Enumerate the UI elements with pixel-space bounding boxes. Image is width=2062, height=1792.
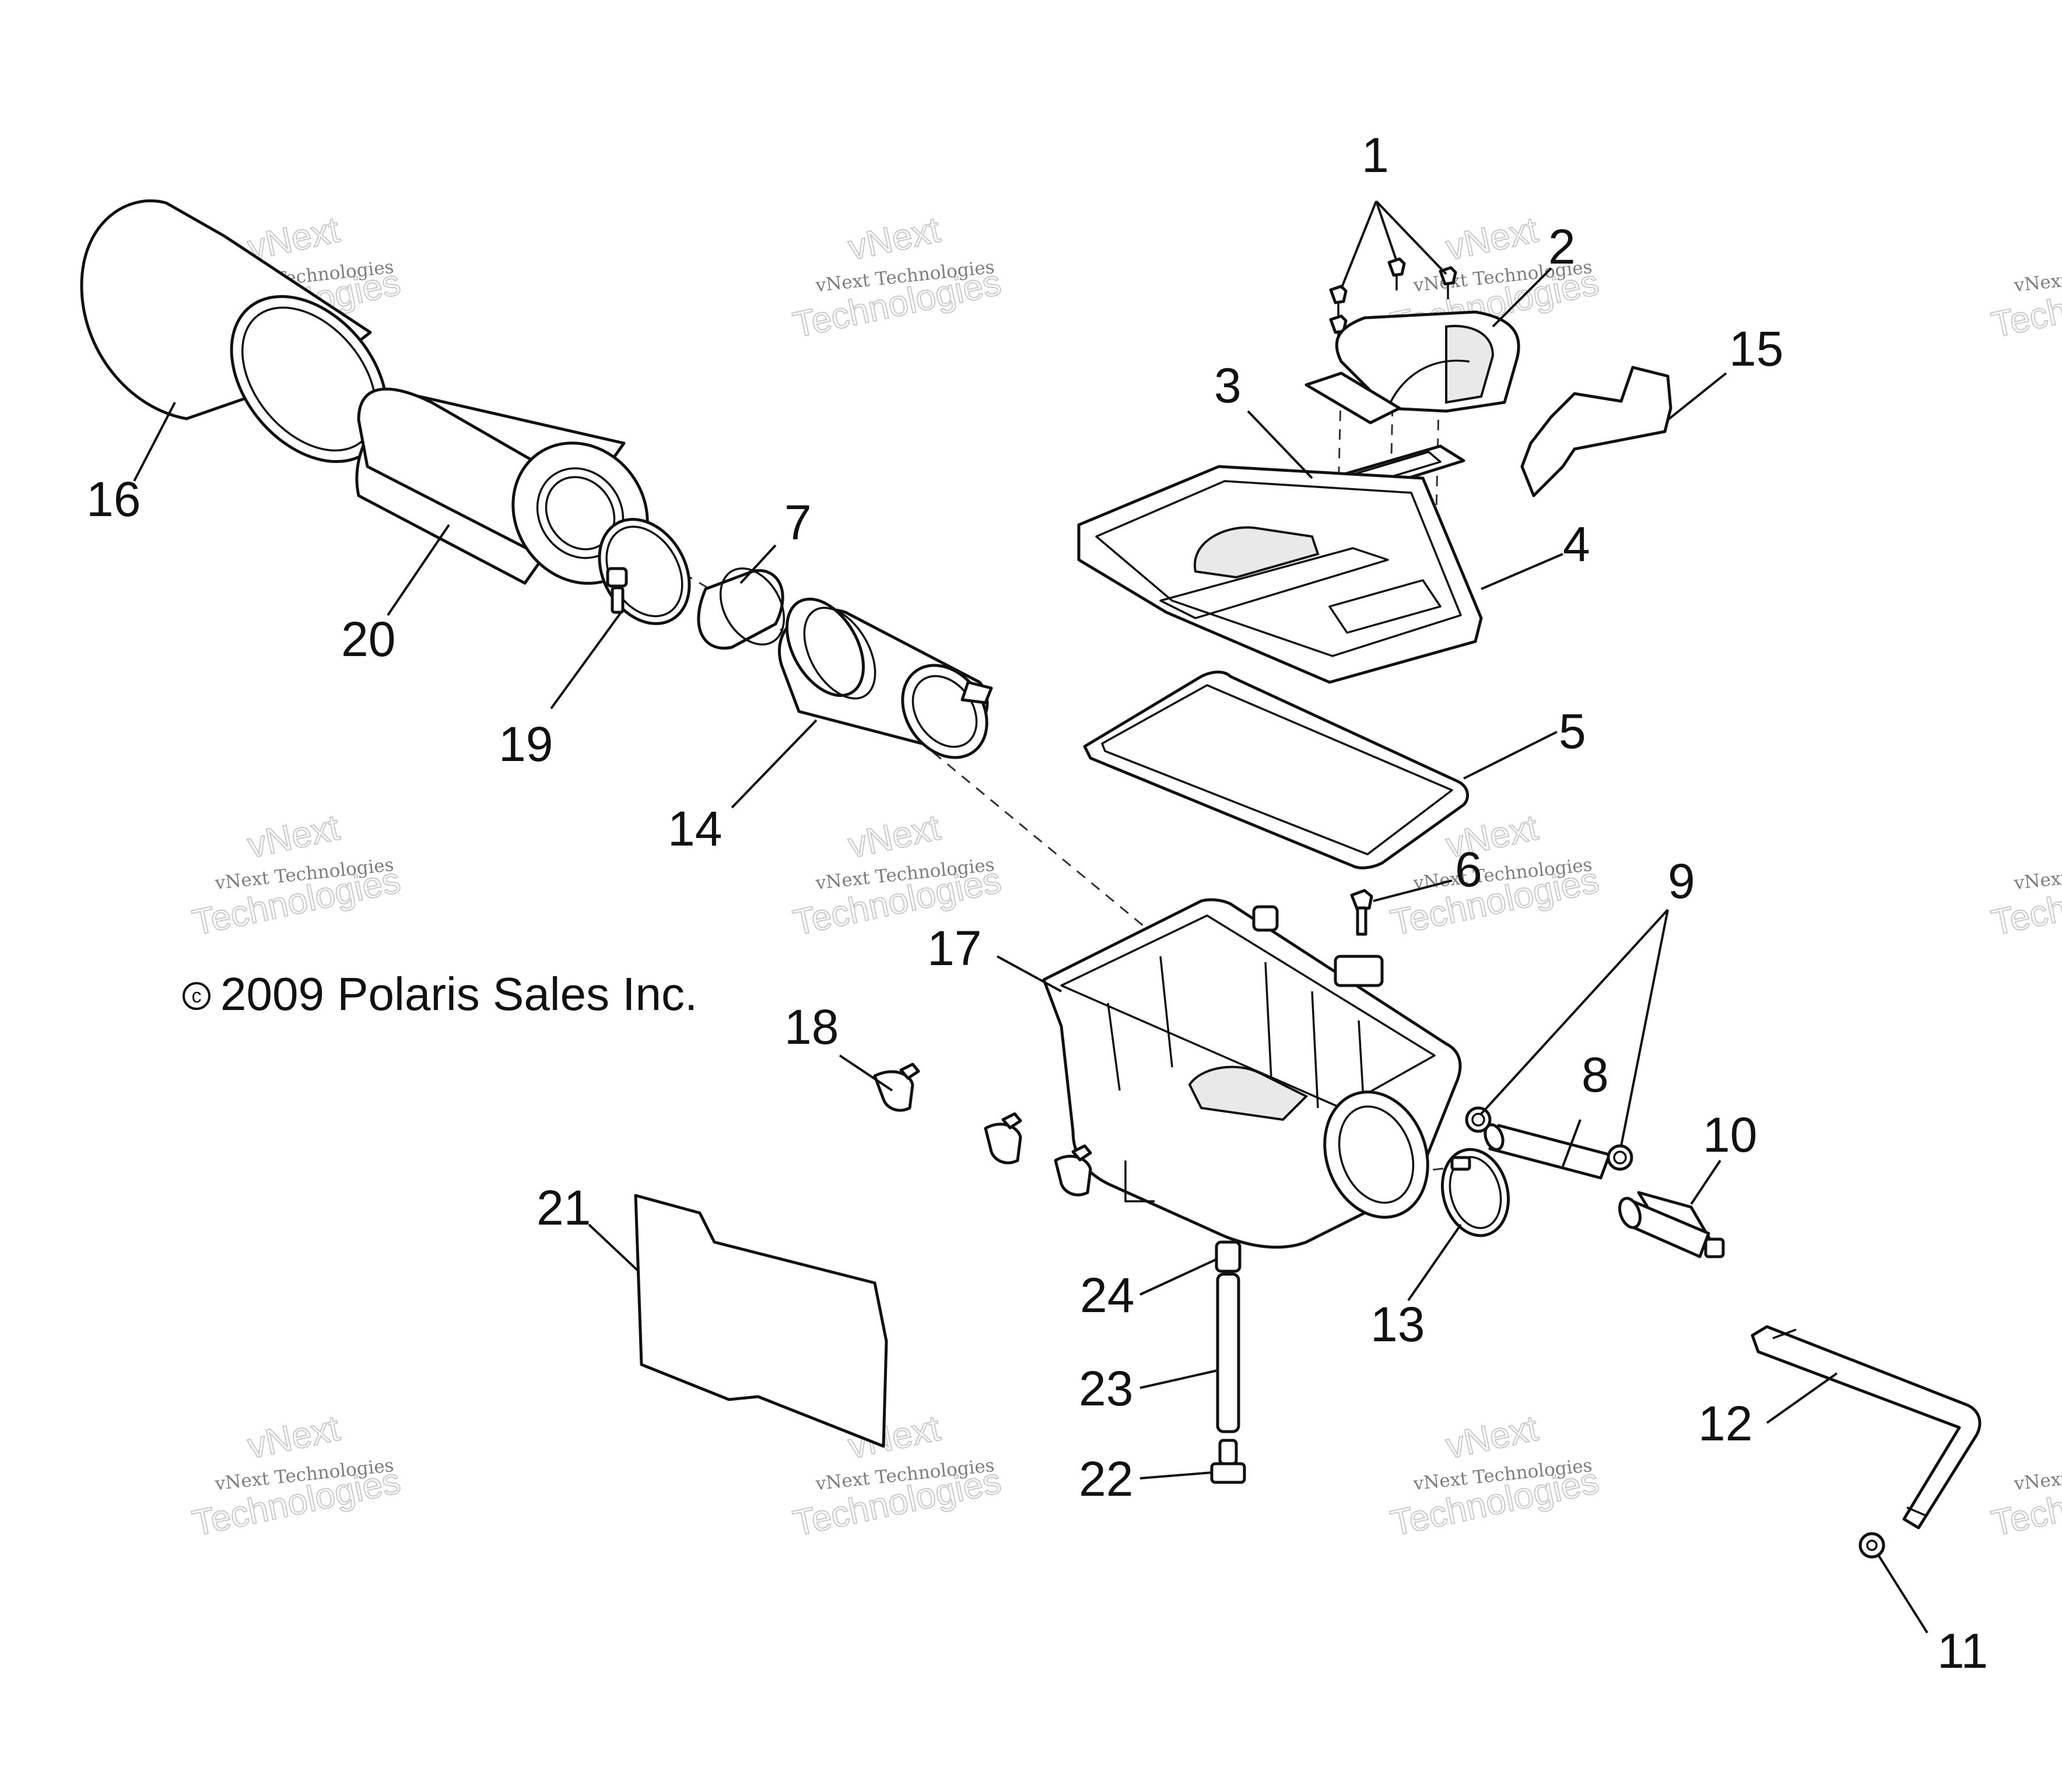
callout-3: 3 — [1214, 358, 1242, 413]
callout-12: 12 — [1698, 1396, 1752, 1451]
watermark-line1: vNext Technologies — [2012, 854, 2062, 894]
part-15-decal — [1520, 366, 1672, 497]
copyright: c 2009 Polaris Sales Inc. — [183, 968, 697, 1020]
part-21-foam-pad — [634, 1194, 888, 1448]
watermark: vNext Technologies Technologies — [1987, 1455, 2062, 1545]
callout-13: 13 — [1370, 1297, 1425, 1352]
callout-18: 18 — [784, 1000, 839, 1054]
watermark-line2: vNext — [244, 1408, 343, 1467]
part-6-bolt — [1350, 889, 1373, 936]
callout-23: 23 — [1079, 1361, 1133, 1416]
watermark-line1: vNext Technologies — [2012, 257, 2062, 296]
part-24-drain-cap — [1215, 1240, 1242, 1273]
callout-19: 19 — [499, 717, 553, 771]
callout-21: 21 — [536, 1180, 591, 1235]
copyright-text: 2009 Polaris Sales Inc. — [220, 968, 697, 1020]
callout-4: 4 — [1563, 517, 1590, 571]
part-22-drain-valve — [1210, 1439, 1246, 1484]
leader-lines — [133, 200, 1928, 1634]
copyright-circle-icon — [183, 982, 211, 1010]
callout-5: 5 — [1559, 704, 1586, 759]
copyright-symbol: c — [192, 985, 202, 1007]
part-11-plug — [1858, 1532, 1885, 1559]
callout-16: 16 — [86, 472, 141, 527]
part-7-coupler-ring — [697, 567, 785, 650]
part-1-screws — [1329, 257, 1457, 344]
callout-2: 2 — [1548, 219, 1576, 274]
part-13-clamp — [1440, 1148, 1510, 1237]
watermark-line2: vNext — [845, 808, 944, 866]
watermark: vNext Technologies Technologies — [1987, 854, 2062, 944]
watermark-line1: vNext Technologies — [2012, 1455, 2062, 1495]
callouts: 1 2 3 4 5 6 7 8 9 10 11 12 13 14 15 16 1… — [86, 128, 1988, 1678]
watermark: vNext Technologies vNext Technologies — [188, 807, 404, 944]
part-23-drain-tube — [1216, 1272, 1240, 1433]
watermark-line2: vNext — [1443, 1408, 1541, 1467]
callout-6: 6 — [1455, 842, 1482, 897]
watermark: vNext Technologies vNext Technologies — [789, 209, 1005, 346]
callout-8: 8 — [1581, 1047, 1609, 1102]
callout-22: 22 — [1079, 1451, 1133, 1506]
watermark-line2: vNext — [244, 808, 343, 866]
part-5-seal-gasket — [1083, 671, 1470, 869]
callout-14: 14 — [668, 801, 722, 856]
callout-15: 15 — [1729, 321, 1783, 376]
part-18-clips — [873, 1062, 1092, 1197]
part-10-breather-filter — [1618, 1191, 1725, 1258]
part-19-hose-clamp — [598, 518, 691, 625]
watermark: vNext Technologies vNext Technologies — [789, 1408, 1005, 1545]
part-12-drain-tube — [1751, 1325, 1982, 1530]
callout-9: 9 — [1668, 854, 1695, 909]
part-17-airbox-base — [1042, 898, 1462, 1249]
part-4-airbox-cover — [1077, 465, 1483, 684]
part-9-clamps — [1465, 1106, 1633, 1171]
callout-10: 10 — [1703, 1107, 1757, 1162]
watermark-line2: vNext — [1443, 210, 1541, 268]
watermark-line2: vNext — [845, 210, 944, 268]
callout-7: 7 — [784, 495, 812, 550]
callout-17: 17 — [927, 921, 981, 976]
part-16-prefilter — [80, 199, 388, 463]
callout-1: 1 — [1362, 128, 1389, 183]
part-2-snorkel-cover — [1304, 310, 1520, 425]
watermark: vNext Technologies Technologies — [1987, 257, 2062, 346]
watermark: vNext Technologies vNext Technologies — [188, 1408, 404, 1545]
watermark: vNext Technologies vNext Technologies — [1387, 1408, 1602, 1545]
part-14-intake-boot — [778, 597, 993, 759]
callout-11: 11 — [1937, 1623, 1988, 1678]
part-8-tube — [1484, 1123, 1611, 1180]
callout-24: 24 — [1080, 1268, 1134, 1323]
callout-20: 20 — [341, 612, 395, 667]
